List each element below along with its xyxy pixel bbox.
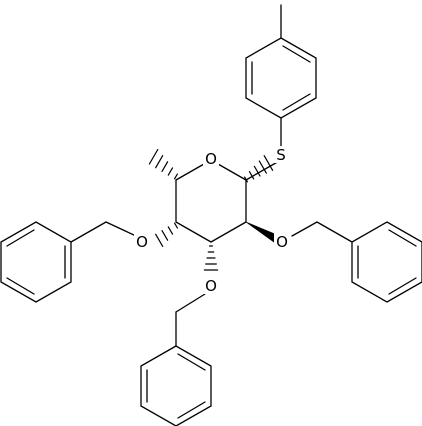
atom-oxygen-c2: O xyxy=(274,233,290,251)
hashed-bond-c5-methyl xyxy=(148,148,178,180)
phenyl-ring-o3 xyxy=(140,345,212,426)
bond-c3-c2 xyxy=(210,221,247,243)
atom-label-oxygen-c2: O xyxy=(276,233,288,251)
tolyl-ring xyxy=(245,37,317,119)
phenyl-o3-double-2 xyxy=(177,401,206,419)
atom-sulfur: S xyxy=(274,146,288,164)
phenyl-ring-o2 xyxy=(351,221,422,303)
benzyl-group-o4 xyxy=(0,221,137,303)
atom-label-oxygen-c3: O xyxy=(205,277,217,295)
benzyl-group-o3 xyxy=(140,293,212,426)
bond-o4-ch2 xyxy=(105,221,137,237)
bond-o2-ch2 xyxy=(291,221,318,237)
pyranose-ring xyxy=(175,159,247,243)
phenyl-o4-double-2 xyxy=(6,277,35,295)
hashed-bond-c4-oxygen xyxy=(155,222,178,247)
atom-oxygen-c3: O xyxy=(203,277,219,295)
benzyl-group-o2 xyxy=(291,221,422,303)
hashed-bond-c3-oxygen xyxy=(203,245,219,271)
tolyl-ring-double-1 xyxy=(282,45,311,63)
bond-o3-ch2 xyxy=(175,293,206,313)
atom-ring-oxygen: O xyxy=(203,150,219,168)
phenyl-o2-double-3 xyxy=(388,229,417,247)
tolyl-ring-double-2 xyxy=(282,93,311,111)
bond-c4-c3 xyxy=(175,221,212,243)
phenyl-ring-o4 xyxy=(0,221,72,303)
atom-label-sulfur: S xyxy=(276,146,286,164)
phenyl-o3-double-3 xyxy=(177,353,206,371)
tolyl-group xyxy=(245,4,317,119)
phenyl-o4-double-3 xyxy=(6,229,35,247)
atom-label-ring-oxygen: O xyxy=(205,150,217,168)
phenyl-o2-double-2 xyxy=(388,277,417,295)
bond-ch2-phenyl-o4 xyxy=(70,221,107,243)
hashed-bond-c1-sulfur xyxy=(244,155,274,183)
atom-label-oxygen-c4: O xyxy=(136,233,148,251)
bond-ch2-phenyl-o2 xyxy=(316,221,353,243)
atom-oxygen-c4: O xyxy=(134,233,150,251)
